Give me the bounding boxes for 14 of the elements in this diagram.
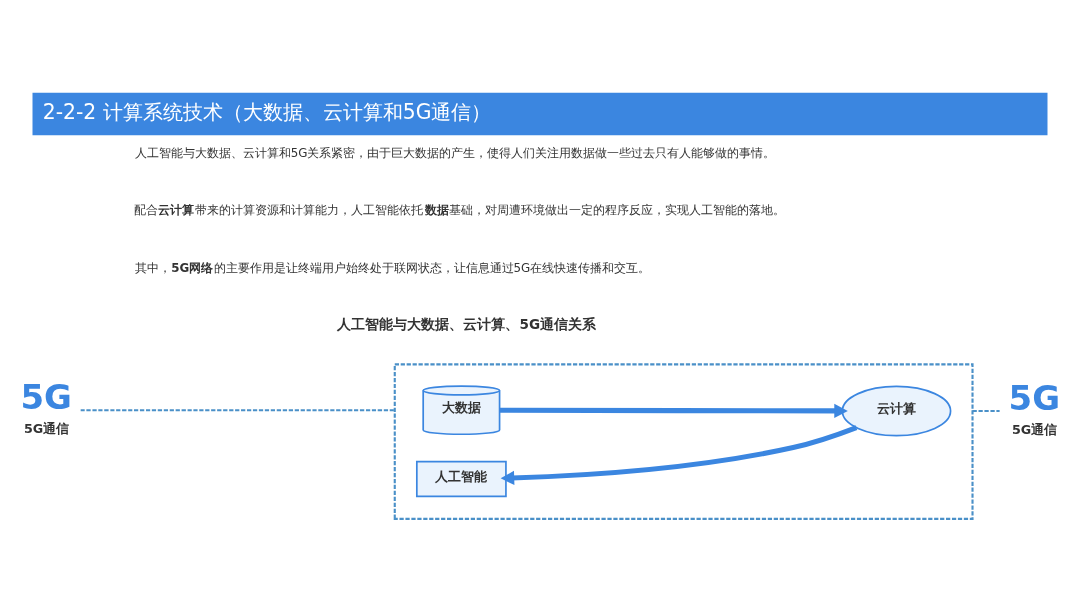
label: 配合云计算带来的计算资源和计算能力，人工智能依托数据基础，对周遭环境做出一定的程序反应，实现人工智能的落地。	[133, 202, 786, 217]
arrow	[500, 424, 858, 485]
node-box: 人工智能	[415, 460, 507, 497]
node-text: 5G 5G通信	[20, 376, 72, 436]
arrow	[499, 403, 848, 418]
label: 其中，5G网络的主要作用是让终端用户始终处于联网状态，让信息通过5G在线快速传播和交互。	[134, 260, 651, 275]
label: 人工智能与大数据、云计算和5G关系紧密，由于巨大数据的产生，使得人们关注用数据做一些过去只有人能够做的事情。	[134, 145, 776, 160]
connector	[80, 408, 395, 411]
node-text: 5G 5G通信	[1008, 377, 1061, 437]
node-ellipse: 云计算	[841, 385, 952, 436]
label: 人工智能与大数据、云计算、5G通信关系	[337, 315, 597, 332]
cluster	[393, 362, 974, 520]
connector	[972, 409, 1000, 412]
diagram-title: 2-2-2 计算系统技术（大数据、云计算和5G通信）	[42, 99, 492, 124]
